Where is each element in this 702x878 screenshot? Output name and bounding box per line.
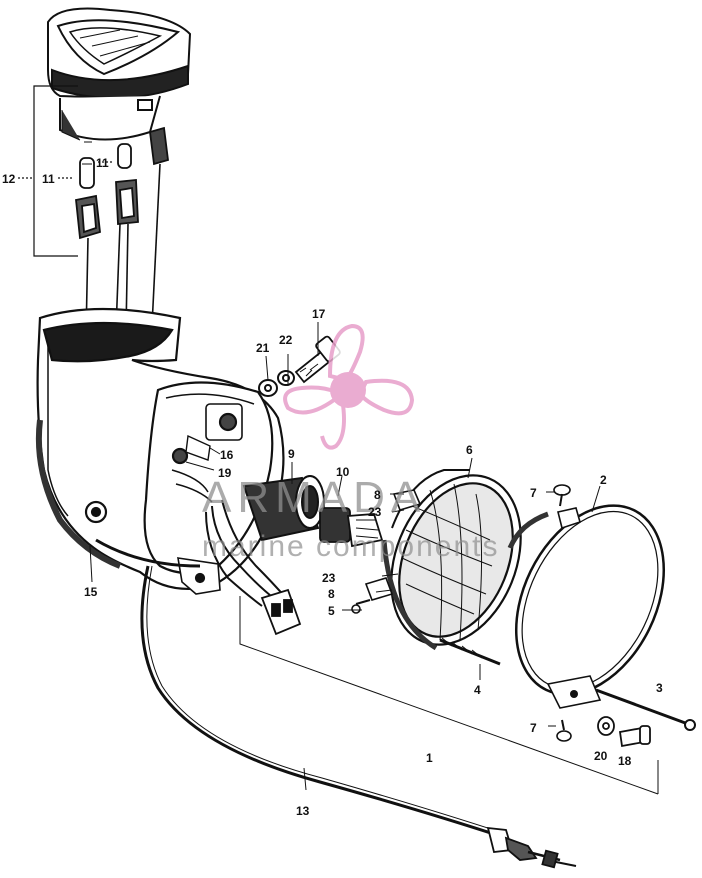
speedometer-cable bbox=[140, 565, 501, 838]
speedometer-assembly bbox=[47, 7, 192, 141]
callout-23-bottom: 23 bbox=[322, 571, 336, 585]
headlight-bulb bbox=[319, 507, 384, 548]
callout-3: 3 bbox=[656, 681, 663, 695]
callout-1: 1 bbox=[426, 751, 433, 765]
meter-bulbs bbox=[79, 141, 132, 189]
callout-17: 17 bbox=[312, 307, 326, 321]
callout-10: 10 bbox=[336, 465, 350, 479]
callout-7-bottom: 7 bbox=[530, 721, 537, 735]
brand-watermark: ARMADA marine components bbox=[202, 323, 499, 563]
callout-numbers: 12 11 11 21 22 17 16 19 9 10 8 23 6 7 2 … bbox=[2, 156, 663, 818]
callout-19: 19 bbox=[218, 466, 232, 480]
headlight-unit bbox=[381, 469, 522, 651]
washers bbox=[258, 370, 295, 397]
bottom-fasteners bbox=[597, 716, 651, 748]
wire-harness bbox=[205, 499, 287, 607]
watermark-brand: ARMADA bbox=[202, 473, 426, 522]
callout-16: 16 bbox=[220, 448, 234, 462]
callout-9: 9 bbox=[288, 447, 295, 461]
callout-8-bottom: 8 bbox=[328, 587, 335, 601]
cable-end-fitting bbox=[486, 826, 577, 869]
wire-connector bbox=[260, 588, 302, 636]
small-screws bbox=[553, 484, 572, 742]
callout-18: 18 bbox=[618, 754, 632, 768]
callout-7-top: 7 bbox=[530, 486, 537, 500]
callout-21: 21 bbox=[256, 341, 270, 355]
callout-4: 4 bbox=[474, 683, 481, 697]
callout-12: 12 bbox=[2, 172, 16, 186]
callout-12-bracket bbox=[18, 85, 114, 257]
bulb-socket bbox=[242, 475, 325, 542]
leader-lines bbox=[89, 322, 659, 795]
callout-6: 6 bbox=[466, 443, 473, 457]
callout-8-top: 8 bbox=[374, 488, 381, 502]
watermark-tagline: marine components bbox=[202, 530, 499, 563]
callout-22: 22 bbox=[279, 333, 293, 347]
meter-sockets bbox=[75, 126, 169, 240]
callout-13: 13 bbox=[296, 804, 310, 818]
callout-20: 20 bbox=[594, 749, 608, 763]
callout-23-top: 23 bbox=[368, 505, 382, 519]
callout-15: 15 bbox=[84, 585, 98, 599]
rim-screw bbox=[595, 688, 689, 726]
headlight-rim bbox=[507, 504, 666, 709]
callout-5: 5 bbox=[328, 604, 335, 618]
callout-2: 2 bbox=[600, 473, 607, 487]
headlight-clips bbox=[351, 489, 422, 614]
callout-11-right: 11 bbox=[96, 156, 109, 170]
propeller-logo bbox=[283, 323, 415, 450]
callout-11-left: 11 bbox=[42, 172, 55, 186]
